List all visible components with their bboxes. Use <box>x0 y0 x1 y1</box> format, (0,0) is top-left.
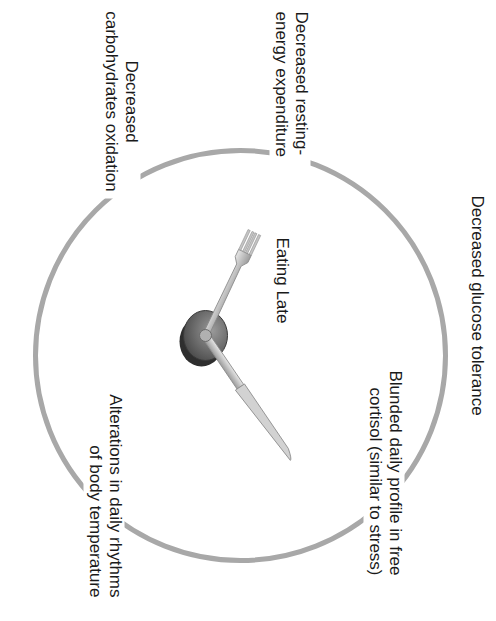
effect-label: Blunded daily profile in free cortisol (… <box>363 347 404 578</box>
clock-pivot <box>199 329 211 341</box>
effect-label: Decreased carbohydrates oxidation <box>99 4 140 198</box>
effect-label: Decreased resting-energy expenditure <box>269 8 310 166</box>
fork-hand <box>199 229 261 338</box>
knife-hand <box>200 332 294 463</box>
center-label: Eating Late <box>271 212 291 348</box>
effect-label: Alterations in daily rhythms of body tem… <box>83 382 124 600</box>
effect-label: Decreased glucose tolerance <box>466 152 486 458</box>
